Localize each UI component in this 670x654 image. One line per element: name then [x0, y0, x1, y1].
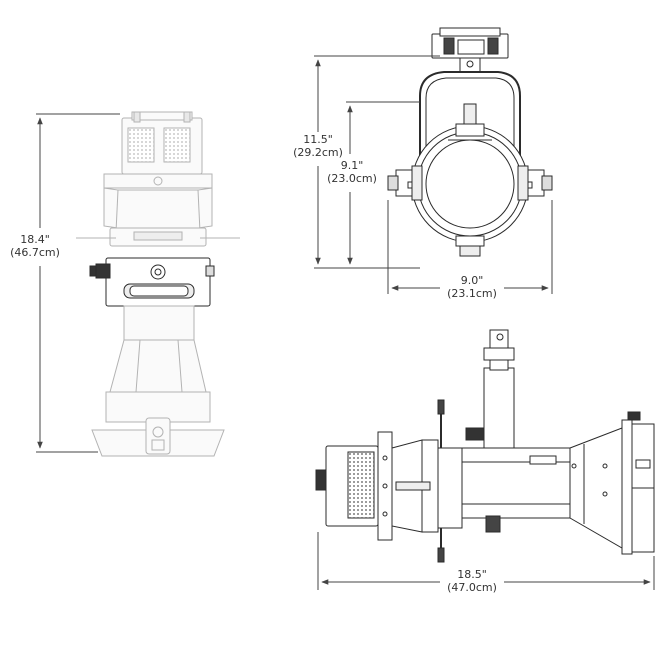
rear-body-height-metric: (23.0cm) — [327, 172, 377, 185]
rear-width-label: 9.0" (23.1cm) — [440, 274, 504, 300]
side-length-label: 18.5" (47.0cm) — [440, 568, 504, 594]
side-view-gel-frame — [621, 419, 633, 555]
rear-total-height-imperial: 11.5" — [303, 133, 333, 146]
rear-width-metric: (23.1cm) — [447, 287, 497, 300]
front-view-lower — [91, 305, 225, 457]
rear-view-ring-inner — [425, 139, 515, 229]
front-view-mid — [89, 257, 215, 307]
rear-view — [387, 27, 553, 257]
side-view — [315, 329, 655, 563]
front-view-upper-body — [115, 189, 201, 233]
rear-total-height-metric: (29.2cm) — [293, 146, 343, 159]
front-height-dimension — [36, 113, 120, 453]
rear-dimensions — [314, 55, 553, 294]
side-length-imperial: 18.5" — [457, 568, 487, 581]
side-length-metric: (47.0cm) — [447, 581, 497, 594]
rear-view-yoke — [419, 71, 521, 178]
rear-body-height-label: 9.1" (23.0cm) — [322, 159, 382, 185]
front-height-label: 18.4" (46.7cm) — [6, 233, 64, 259]
front-view — [76, 111, 240, 247]
rear-total-height-label: 11.5" (29.2cm) — [288, 133, 348, 159]
front-height-metric: (46.7cm) — [10, 246, 60, 259]
rear-body-height-imperial: 9.1" — [340, 159, 364, 172]
rear-width-imperial: 9.0" — [460, 274, 484, 287]
front-view-barrel — [123, 305, 195, 341]
front-height-imperial: 18.4" — [20, 233, 50, 246]
side-view-yoke-arm — [483, 367, 515, 463]
side-view-front-cone — [569, 427, 623, 549]
